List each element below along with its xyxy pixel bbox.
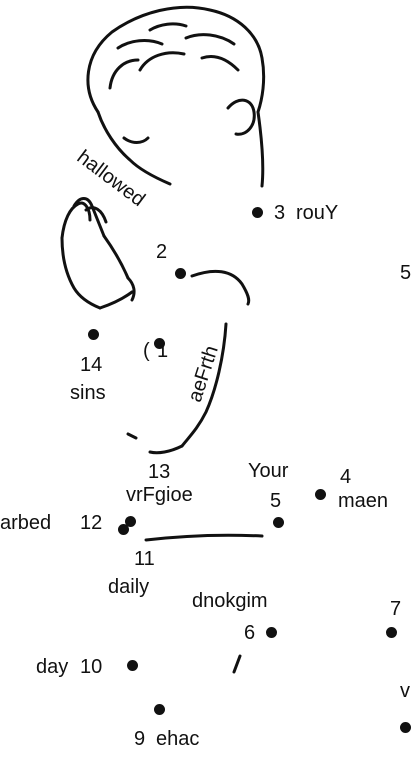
lap-line	[144, 533, 264, 542]
hand-fingers	[72, 197, 106, 238]
label-13-word: vrFgioe	[126, 484, 193, 506]
leg-tick	[232, 654, 242, 674]
hair-strand	[116, 39, 164, 50]
label-1-paren: (	[143, 340, 150, 362]
dot-10	[127, 660, 138, 671]
label-4-num: 4	[340, 466, 352, 488]
ear	[226, 98, 256, 136]
dot-9	[154, 704, 165, 715]
neck-back	[256, 110, 265, 188]
edge-fragment-5: 5	[400, 262, 412, 284]
dot-12	[125, 516, 136, 527]
label-6-word: dnokgim	[192, 590, 268, 612]
label-13-num: 13	[148, 461, 171, 483]
hair-strand	[200, 55, 240, 72]
label-9-num: 9	[134, 728, 146, 750]
dot-2	[175, 268, 186, 279]
closed-eye	[122, 136, 150, 144]
edge-fragment-v: v	[400, 680, 410, 702]
dot-7	[386, 627, 397, 638]
label-9-word: ehac	[156, 728, 200, 750]
shoulder	[190, 269, 251, 306]
face-outline	[96, 110, 172, 186]
hair-strand	[148, 22, 188, 32]
dot-1	[154, 338, 165, 349]
label-10-word: day	[36, 656, 69, 678]
dot-11	[118, 524, 129, 535]
hair-strand	[108, 58, 140, 90]
body-bottom	[148, 444, 184, 455]
dot-5	[273, 517, 284, 528]
label-7-num: 7	[390, 598, 402, 620]
hand-fingers	[60, 201, 92, 240]
hair-outline	[86, 5, 266, 114]
label-11-num: 11	[134, 548, 155, 570]
dot-3	[252, 207, 263, 218]
label-4-word: maen	[338, 490, 389, 512]
label-12-word: arbed	[0, 512, 52, 534]
dot-14	[88, 329, 99, 340]
label-10-num: 10	[80, 656, 103, 678]
dot-4	[315, 489, 326, 500]
tick-mark	[126, 432, 138, 440]
label-5-num: 5	[270, 490, 282, 512]
hand-palm	[60, 236, 102, 310]
label-3-num: 3	[274, 202, 286, 224]
label-12-num: 12	[80, 512, 103, 534]
dot-6	[266, 627, 277, 638]
hair-strand	[138, 51, 186, 72]
label-2-num: 2	[156, 241, 168, 263]
label-14-num: 14	[80, 354, 103, 376]
body-side	[180, 322, 228, 448]
label-14-word: sins	[70, 382, 106, 404]
hand-palm	[102, 234, 130, 280]
label-1-num: 1	[157, 340, 169, 362]
wrist	[98, 290, 134, 310]
label-11-word: daily	[108, 576, 150, 598]
label-5-word: Your	[248, 460, 289, 482]
hand-fingers	[84, 206, 108, 224]
label-6-num: 6	[244, 622, 256, 644]
dot-edge	[400, 722, 411, 733]
hair-strand	[184, 33, 236, 46]
label-3-word: rouY	[296, 202, 339, 224]
sleeve	[126, 276, 136, 302]
